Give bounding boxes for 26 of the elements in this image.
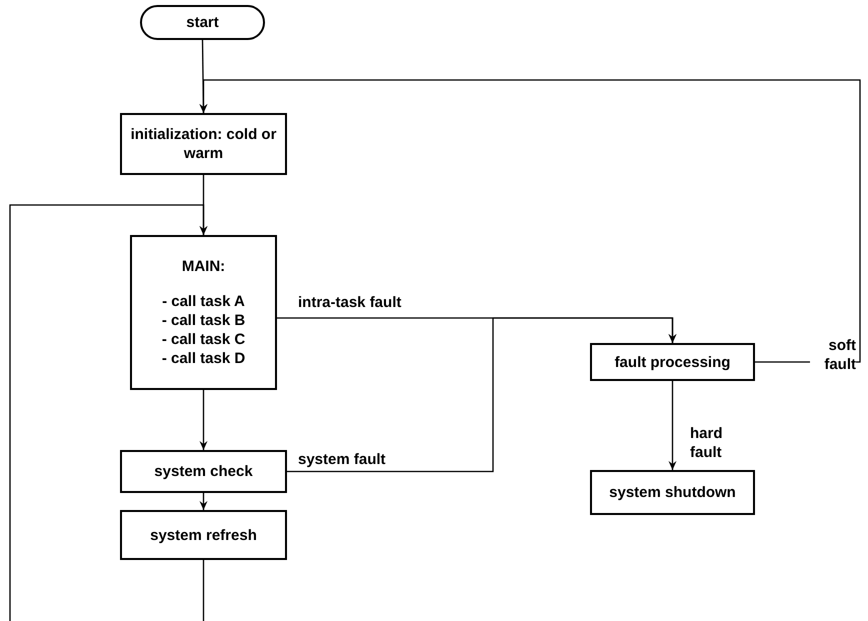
arrow bbox=[668, 381, 676, 470]
process-box bbox=[120, 450, 287, 493]
node-label: system check bbox=[154, 462, 253, 481]
node-label: fault processing bbox=[614, 352, 730, 372]
arrow bbox=[9, 204, 208, 621]
arrow bbox=[287, 317, 676, 472]
connector-line bbox=[202, 560, 204, 621]
terminal-shape bbox=[140, 5, 265, 40]
node-label: initialization: cold or warm bbox=[130, 125, 278, 163]
node-label: - call task D bbox=[162, 349, 246, 368]
node-label: system shutdown bbox=[609, 483, 736, 502]
node-label: start bbox=[186, 13, 219, 32]
process-box bbox=[590, 343, 755, 381]
node-label: MAIN: bbox=[182, 257, 226, 276]
process-box bbox=[120, 510, 287, 560]
arrow bbox=[200, 493, 208, 510]
process-box bbox=[120, 113, 287, 175]
arrow bbox=[200, 390, 208, 450]
node-label: - call task B bbox=[162, 311, 246, 330]
process-box bbox=[130, 235, 277, 390]
node-label: system refresh bbox=[150, 526, 257, 544]
arrow bbox=[199, 40, 208, 113]
process-box bbox=[590, 470, 755, 515]
node-label: - call task A bbox=[162, 292, 245, 311]
node-label: - call task C bbox=[162, 330, 246, 349]
arrow bbox=[200, 79, 861, 363]
